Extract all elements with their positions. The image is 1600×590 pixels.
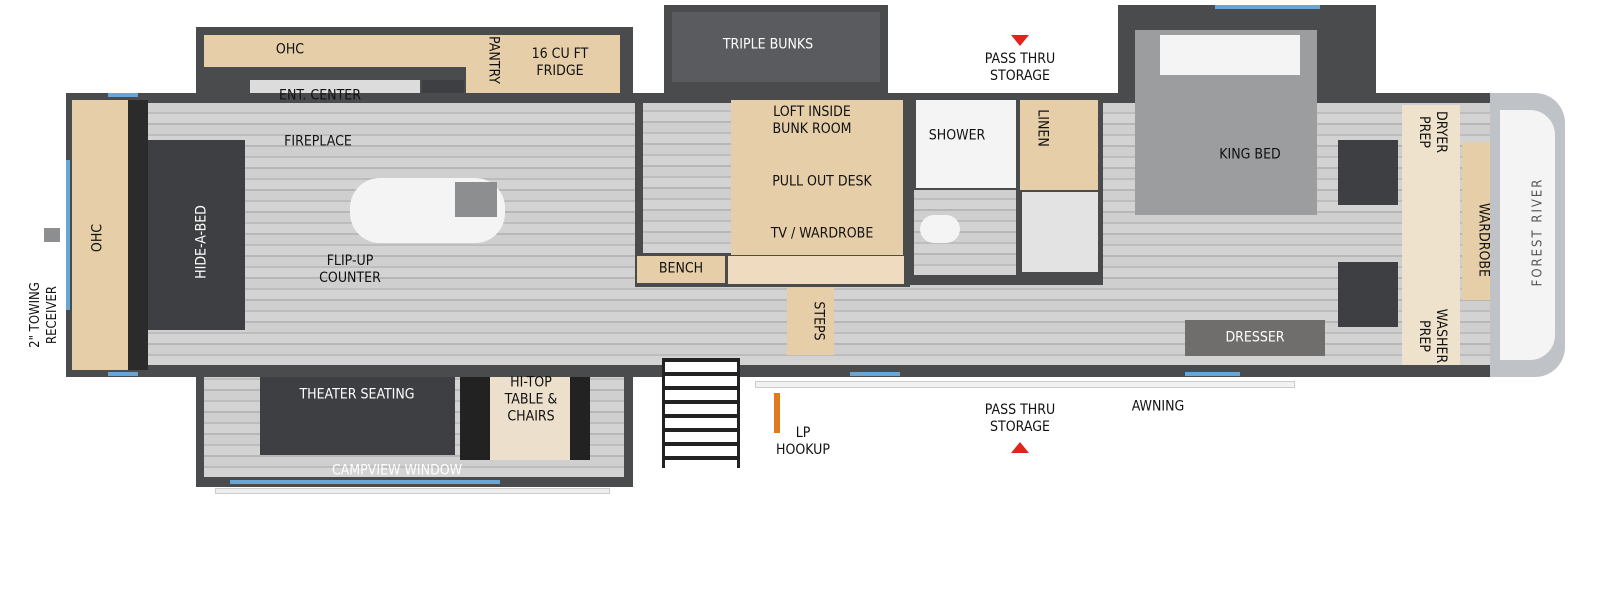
window — [108, 93, 138, 97]
bunk-room-desk-area — [731, 100, 903, 255]
pass-thru-marker-bottom — [1011, 442, 1029, 453]
label-loft: LOFT INSIDE BUNK ROOM — [772, 104, 852, 137]
label-pass-thru-bottom: PASS THRU STORAGE — [984, 402, 1056, 435]
label-tv-wardrobe: TV / WARDROBE — [770, 225, 874, 242]
pass-thru-marker-top — [1011, 35, 1029, 46]
label-lp-hookup: LP HOOKUP — [776, 425, 830, 458]
rear-ohc — [72, 100, 128, 370]
vanity-sinks — [1022, 192, 1098, 272]
label-wardrobe: WARDROBE — [1475, 202, 1492, 278]
label-steps: STEPS — [810, 301, 827, 341]
toilet — [920, 215, 960, 243]
window — [850, 372, 900, 376]
label-ohc-kitchen: OHC — [275, 41, 305, 58]
label-towing-receiver: 2" TOWING RECEIVER — [28, 282, 60, 348]
triple-bunks — [672, 12, 880, 82]
label-theater-seating: THEATER SEATING — [299, 386, 415, 403]
bench-seat — [637, 256, 725, 283]
pantry-fridge — [466, 35, 620, 97]
tv-wardrobe-cabinet — [728, 256, 904, 284]
label-bench: BENCH — [658, 260, 704, 277]
label-ohc-rear: OHC — [89, 223, 106, 253]
front-closet — [1402, 105, 1460, 365]
label-linen: LINEN — [1034, 109, 1051, 147]
label-awning: AWNING — [1131, 398, 1185, 415]
steps-block — [787, 287, 834, 355]
linen-cabinet — [1020, 100, 1098, 190]
label-hi-top-table: HI-TOP TABLE & CHAIRS — [504, 374, 558, 425]
hitch-receiver — [44, 228, 60, 242]
label-king-bed: KING BED — [1219, 146, 1281, 163]
window — [1185, 372, 1240, 376]
kitchen-ohc — [204, 35, 466, 67]
campview-window — [230, 480, 500, 484]
label-pass-thru-top: PASS THRU STORAGE — [984, 51, 1056, 84]
entry-steps — [662, 358, 740, 468]
label-dryer-prep: DRYER PREP — [1416, 111, 1449, 153]
label-pull-out-desk: PULL OUT DESK — [772, 173, 872, 190]
label-pantry: PANTRY — [485, 36, 502, 84]
label-fridge: 16 CU FT FRIDGE — [531, 46, 589, 79]
theater-seating — [260, 365, 455, 455]
pillows — [1160, 35, 1300, 75]
window — [108, 372, 138, 376]
dresser — [1185, 320, 1325, 356]
label-washer-prep: WASHER PREP — [1416, 308, 1449, 364]
label-triple-bunks: TRIPLE BUNKS — [722, 36, 814, 53]
label-campview-window: CAMPVIEW WINDOW — [331, 462, 463, 479]
hide-a-bed-sofa — [148, 140, 245, 330]
label-hide-a-bed: HIDE-A-BED — [193, 205, 210, 279]
label-ent-center: ENT. CENTER — [279, 87, 361, 104]
label-shower: SHOWER — [928, 127, 986, 144]
lp-hookup-pipe — [774, 393, 780, 433]
shower-stall — [916, 100, 1016, 188]
nightstand-bottom — [1338, 262, 1398, 327]
label-fireplace: FIREPLACE — [284, 133, 352, 150]
slide-topper — [215, 488, 610, 494]
brand-logo: FOREST RIVER — [1530, 177, 1546, 287]
window — [66, 160, 70, 310]
label-flip-up-counter: FLIP-UP COUNTER — [319, 253, 381, 286]
window — [1215, 5, 1320, 9]
rear-shelves — [128, 100, 148, 370]
bunk-room-floor — [643, 103, 731, 253]
label-dresser: DRESSER — [1225, 329, 1285, 346]
awning — [755, 381, 1295, 388]
front-cap-inner — [1500, 110, 1555, 360]
nightstand-top — [1338, 140, 1398, 205]
sink — [455, 182, 497, 217]
